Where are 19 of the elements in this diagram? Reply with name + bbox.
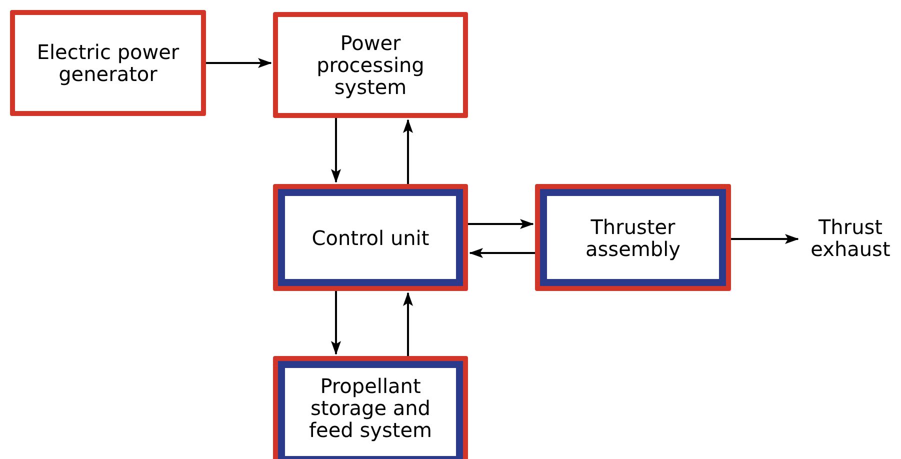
process-box: [273, 184, 468, 291]
box-label: Control unit: [310, 226, 430, 248]
box-label: Thruster assembly: [584, 216, 682, 260]
process-box: [10, 10, 206, 116]
process-box: [535, 184, 731, 291]
process-box: [273, 356, 468, 459]
output-label: Thrust exhaust: [810, 216, 892, 260]
process-box: [273, 12, 468, 118]
arrow: [331, 291, 341, 355]
arrow: [206, 58, 272, 68]
arrow: [469, 248, 535, 258]
arrow: [403, 119, 413, 184]
box-label: Electric power generator: [36, 41, 180, 85]
box-label: Propellant storage and feed system: [308, 375, 433, 441]
arrow: [731, 234, 799, 244]
arrow: [331, 118, 341, 183]
arrow: [468, 219, 534, 229]
box-label: Power processing system: [316, 32, 426, 98]
arrow: [403, 292, 413, 356]
